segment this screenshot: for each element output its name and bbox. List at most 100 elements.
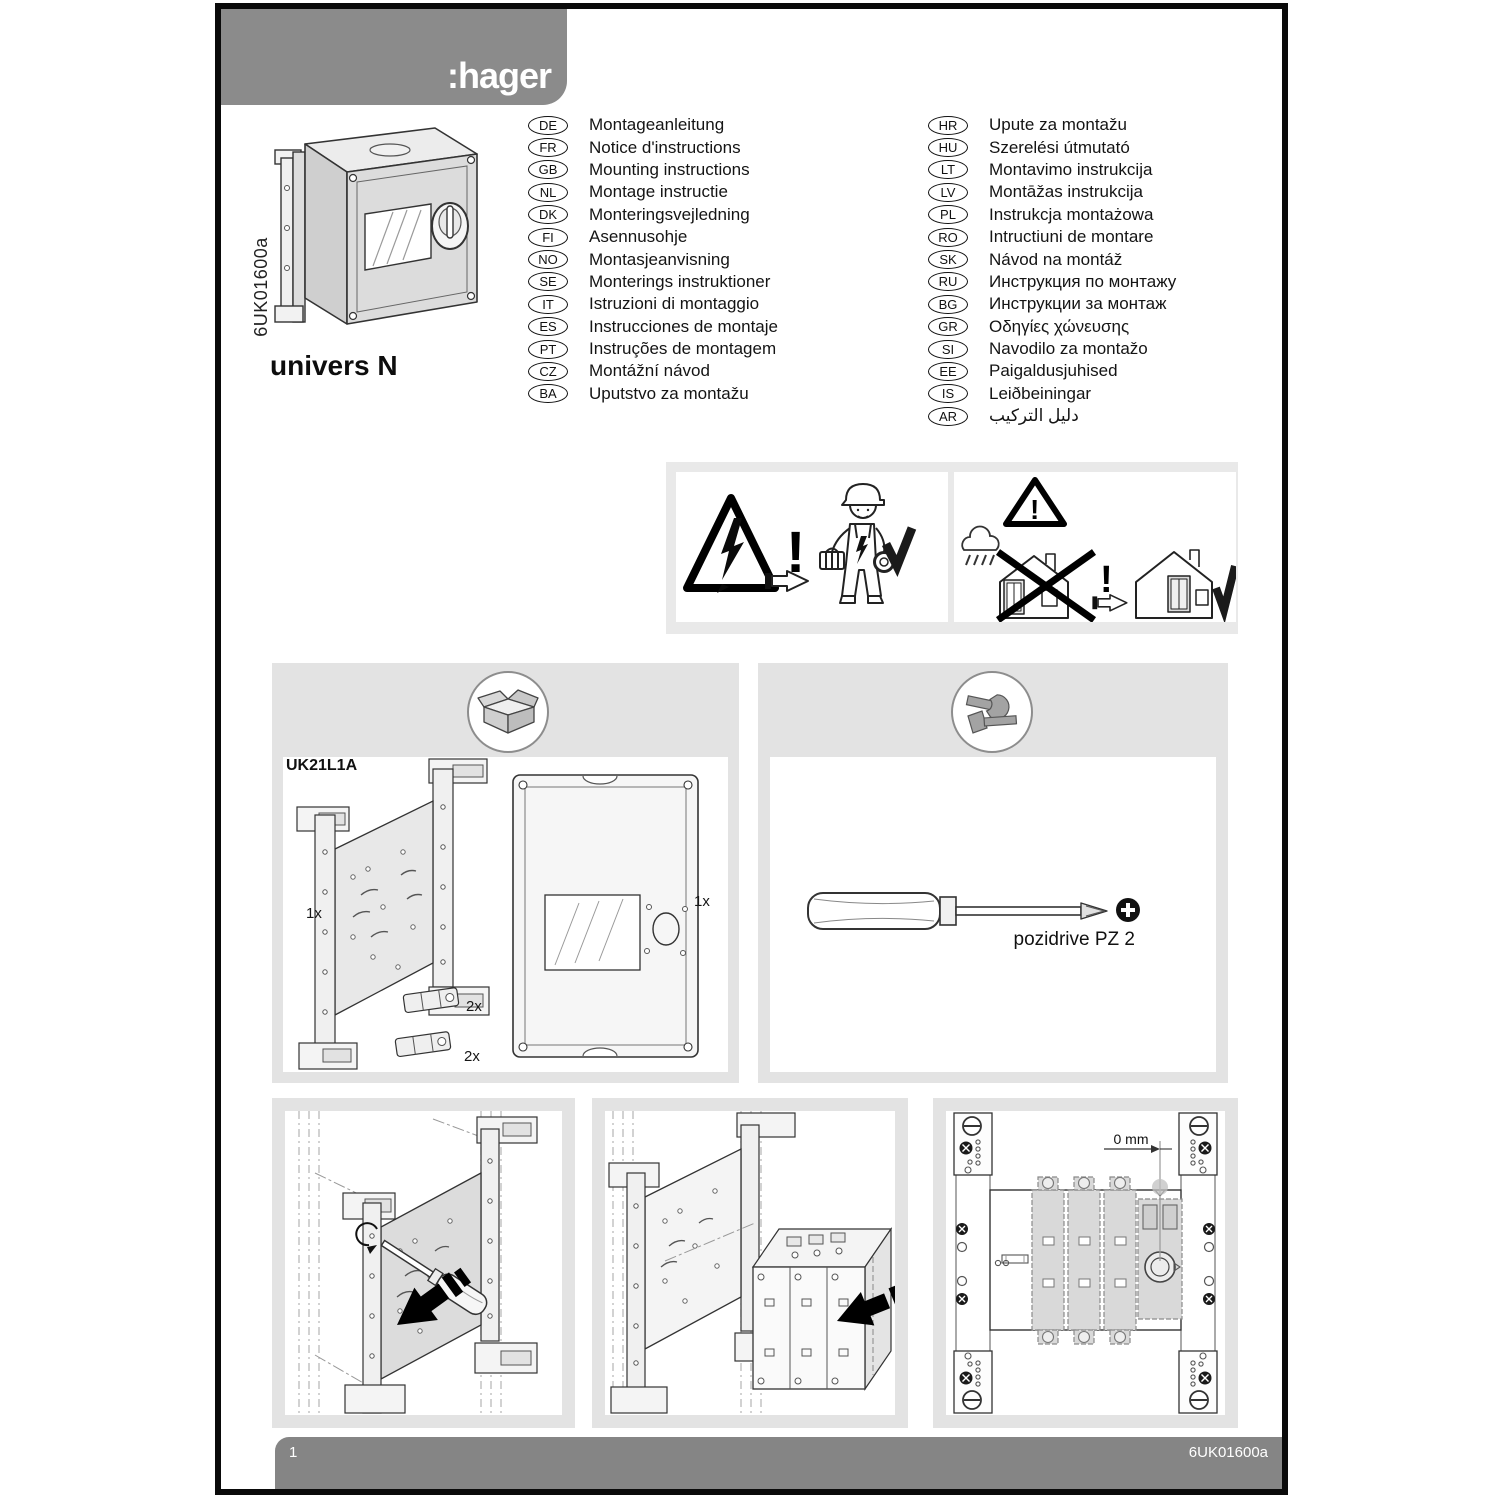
- lang-label-is: Leiðbeiningar: [989, 383, 1092, 403]
- lang-label-ro: Intructiuni de montare: [989, 227, 1154, 247]
- screwdriver-illustration: [807, 892, 1140, 930]
- lang-badge-ar: AR: [928, 406, 968, 426]
- page-border: [215, 3, 1288, 1495]
- safety-pictogram-box: !: [666, 462, 1238, 634]
- svg-text:!: !: [786, 520, 805, 585]
- lang-row-is: IS Leiðbeiningar: [928, 383, 1176, 405]
- lang-badge-sk: SK: [928, 250, 968, 270]
- lang-badge-no: NO: [528, 250, 568, 270]
- alignment-dimension: 0 mm: [1113, 1131, 1149, 1147]
- lang-badge-it: IT: [528, 294, 568, 314]
- tools-circle: [951, 671, 1033, 753]
- lang-label-ba: Uputstvo za montažu: [589, 383, 749, 403]
- lang-row-fi: FI Asennusohje: [528, 226, 778, 248]
- indoor-outdoor-warning-icon: ! !: [961, 477, 1236, 622]
- package-contents-illustration: [296, 758, 699, 1070]
- package-contents-panel: [272, 663, 739, 1083]
- lang-label-ru: Инструкция по монтажу: [989, 271, 1177, 291]
- lang-badge-ee: EE: [928, 361, 968, 381]
- tool-name: pozidrive PZ 2: [1013, 929, 1135, 950]
- indoor-use-pictogram: ! !: [954, 472, 1236, 622]
- lang-badge-pl: PL: [928, 205, 968, 225]
- package-ref: UK21L1A: [286, 757, 358, 774]
- qualified-electrician-pictogram: !: [676, 472, 948, 622]
- step-mount-plate-panel: [272, 1098, 575, 1428]
- lang-badge-gr: GR: [928, 317, 968, 337]
- lang-label-gr: Οδηγίες χώνευσης: [989, 316, 1130, 336]
- mount-device-illustration: [608, 1111, 895, 1415]
- hager-logo: :hager: [446, 55, 552, 96]
- lang-label-nl: Montage instructie: [589, 182, 728, 202]
- svg-text:!: !: [1100, 559, 1113, 601]
- product-name: univers N: [270, 350, 398, 381]
- lang-row-it: IT Istruzioni di montaggio: [528, 293, 778, 315]
- lang-label-fi: Asennusohje: [589, 227, 688, 247]
- footer-bar: 1 6UK01600a: [275, 1437, 1282, 1489]
- lang-row-cz: CZ Montážní návod: [528, 360, 778, 382]
- lang-label-dk: Monteringsvejledning: [589, 204, 750, 224]
- lang-row-hr: HR Upute za montažu: [928, 114, 1176, 136]
- lang-badge-ru: RU: [928, 272, 968, 292]
- step-mount-device-panel: [592, 1098, 908, 1428]
- lang-label-hu: Szerelési útmutató: [989, 137, 1130, 157]
- qty-plate: 1x: [306, 905, 322, 922]
- required-tools-panel: [758, 663, 1228, 1083]
- lang-label-ar: دليل التركيب: [989, 406, 1079, 426]
- tools-icon: [965, 694, 1018, 734]
- mount-plate-illustration: [298, 1111, 538, 1415]
- lang-badge-nl: NL: [528, 182, 568, 202]
- lang-row-sk: SK Návod na montáž: [928, 248, 1176, 270]
- page-number: 1: [289, 1444, 298, 1461]
- lang-label-fr: Notice d'instructions: [589, 137, 741, 157]
- lang-row-nl: NL Montage instructie: [528, 181, 778, 203]
- package-contents-area: [283, 757, 728, 1072]
- electric-hazard-worker-icon: !: [683, 483, 917, 604]
- lang-badge-bg: BG: [928, 294, 968, 314]
- lang-row-no: NO Montasjeanvisning: [528, 248, 778, 270]
- lang-label-hr: Upute za montažu: [989, 115, 1127, 135]
- product-enclosure-illustration: [274, 127, 478, 325]
- tools-area: [770, 757, 1216, 1072]
- qty-cover: 1x: [694, 893, 710, 910]
- lang-label-sk: Návod na montáž: [989, 249, 1123, 269]
- lang-badge-cz: CZ: [528, 361, 568, 381]
- lang-row-ar: AR دليل التركيب: [928, 405, 1176, 427]
- lang-badge-es: ES: [528, 317, 568, 337]
- step-mount-plate-area: [285, 1111, 562, 1415]
- lang-badge-is: IS: [928, 384, 968, 404]
- lang-label-gb: Mounting instructions: [589, 159, 750, 179]
- lang-row-gr: GR Οδηγίες χώνευσης: [928, 316, 1176, 338]
- lang-badge-hr: HR: [928, 115, 968, 135]
- package-circle: [467, 671, 549, 753]
- alignment-front-view-illustration: [953, 1112, 1218, 1414]
- step-alignment-area: [946, 1111, 1225, 1415]
- product-code-vertical: 6UK01600a: [251, 237, 271, 337]
- lang-label-de: Montageanleitung: [589, 115, 725, 135]
- open-box-icon: [477, 689, 539, 734]
- lang-badge-ro: RO: [928, 227, 968, 247]
- qty-connector-top: 2x: [466, 998, 482, 1015]
- lang-label-lv: Montāžas instrukcija: [989, 182, 1144, 202]
- lang-row-gb: GB Mounting instructions: [528, 159, 778, 181]
- doc-reference: 6UK01600a: [1188, 1444, 1268, 1461]
- step-alignment-panel: [933, 1098, 1238, 1428]
- lang-label-it: Istruzioni di montaggio: [589, 294, 760, 314]
- lang-label-cz: Montážní návod: [589, 361, 710, 381]
- lang-badge-fi: FI: [528, 227, 568, 247]
- lang-label-no: Montasjeanvisning: [589, 249, 730, 269]
- lang-label-lt: Montavimo instrukcija: [989, 159, 1153, 179]
- lang-badge-gb: GB: [528, 160, 568, 180]
